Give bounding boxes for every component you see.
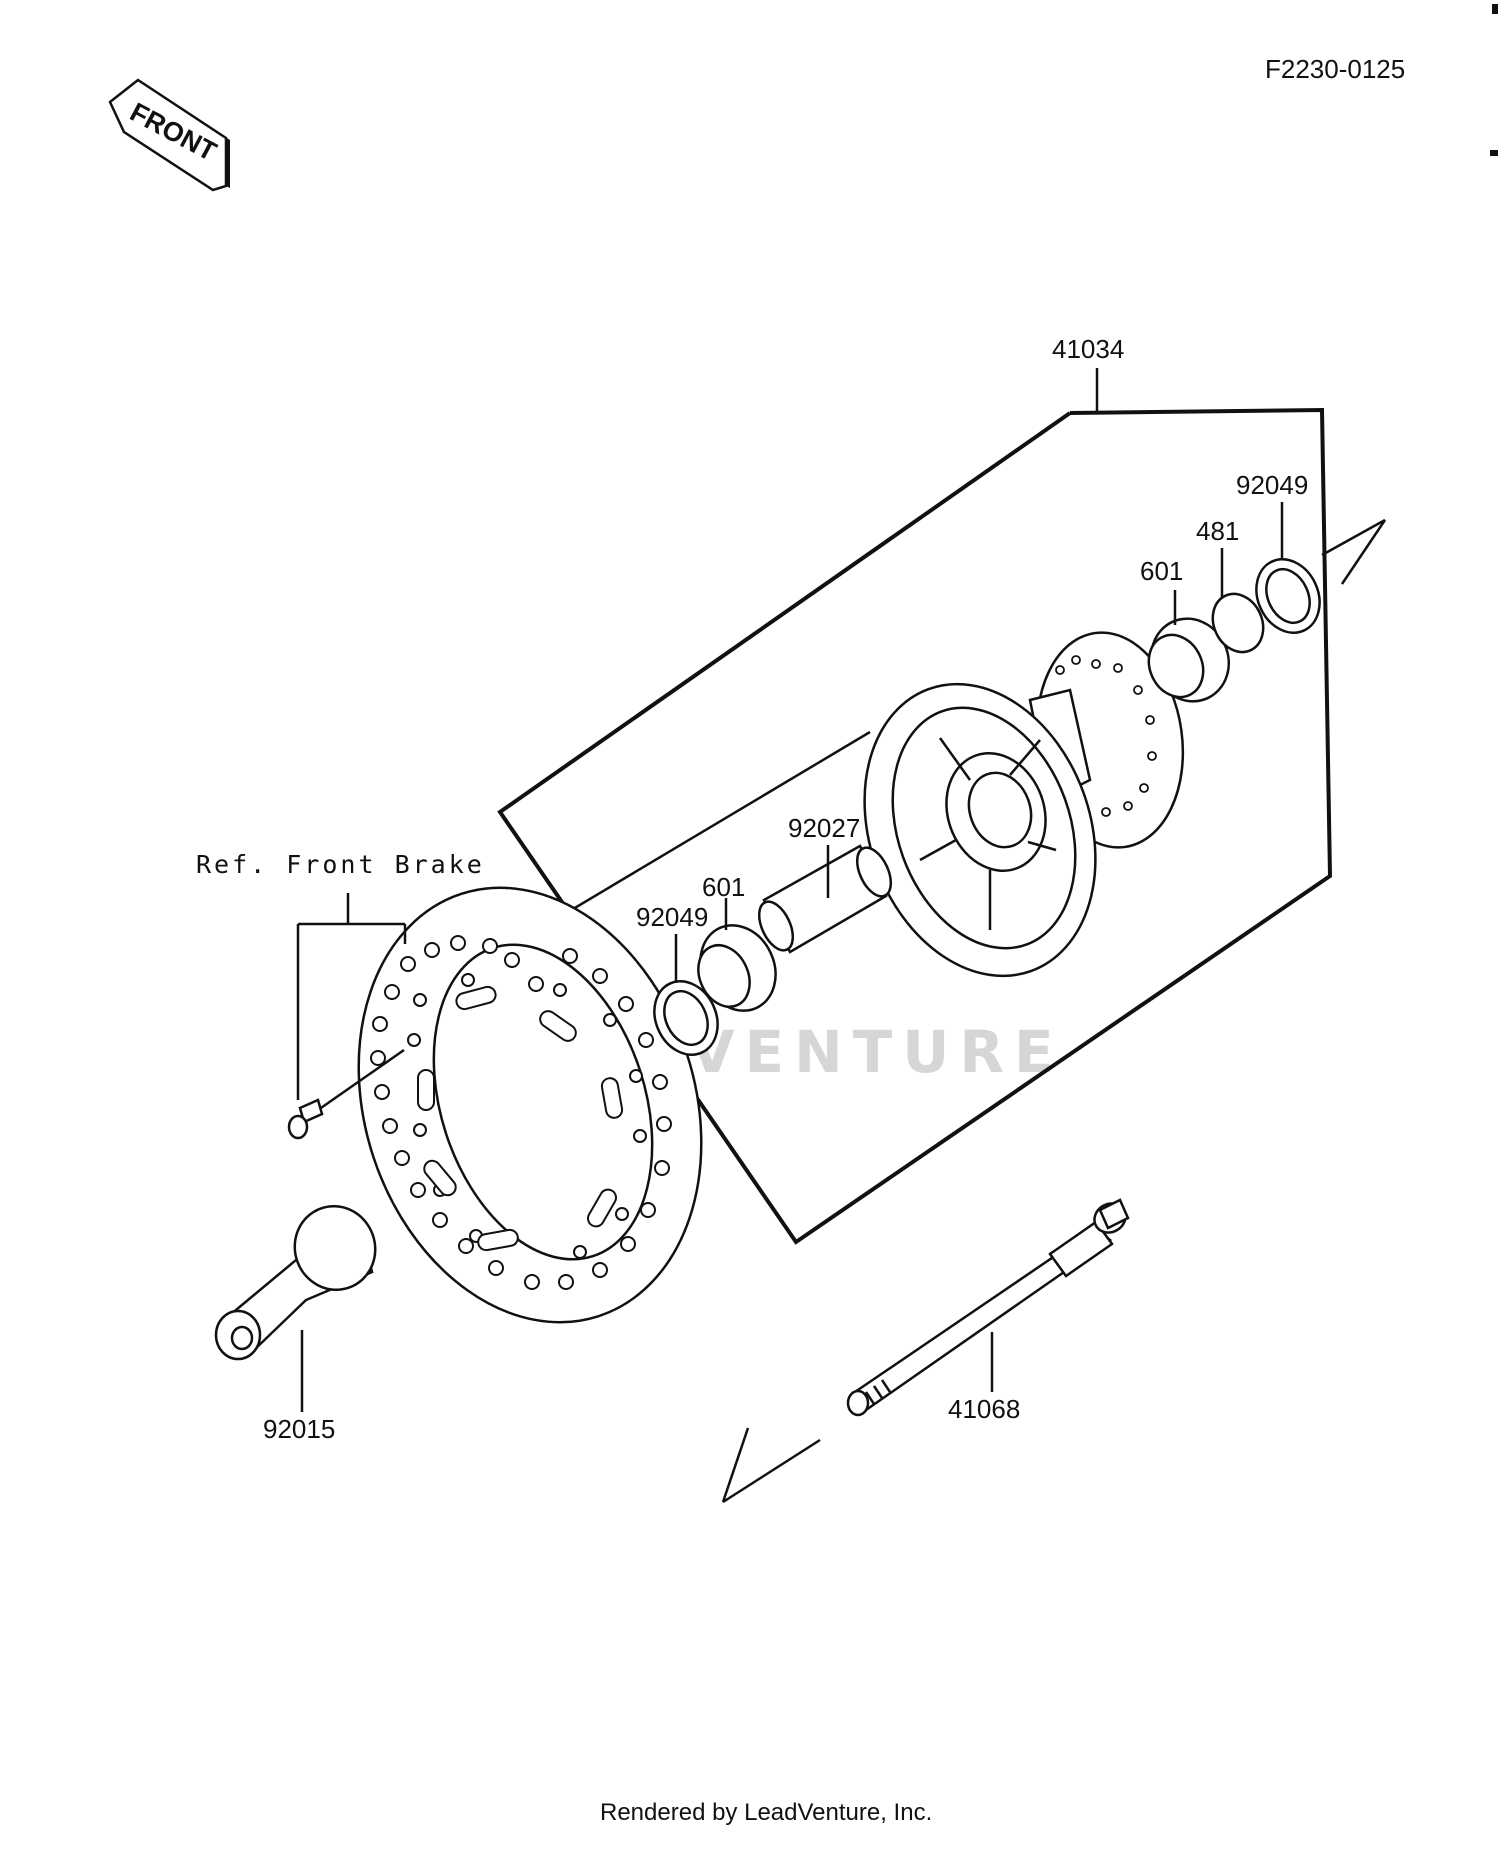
wheel-hub [863,631,1185,978]
bearing-601-left: 601 [697,872,777,1012]
callout-601-left: 601 [702,872,745,902]
callout-92015: 92015 [263,1414,335,1444]
callout-92049-right: 92049 [1236,470,1308,500]
bearing-601-right: 601 [1140,556,1230,703]
callout-92027: 92027 [788,813,860,843]
spacer-92027: 92027 [757,813,893,954]
drawing-id: F2230-0125 [1265,54,1405,84]
circlip-481: 481 [1196,516,1265,654]
hub-assembly-bracket: 41034 [497,334,1333,1245]
callout-92049-left: 92049 [636,902,708,932]
edge-mark [1490,150,1498,156]
front-arrow-icon: FRONT [108,78,230,192]
seal-92049-right: 92049 [1236,470,1321,634]
callout-601-right: 601 [1140,556,1183,586]
collar-92015: 92015 [214,1204,377,1444]
callout-41068: 41068 [948,1394,1020,1424]
axle-41068: 41068 [846,1198,1130,1424]
seal-92049-left: 92049 [636,902,719,1056]
brake-disc [357,886,703,1324]
callout-41034: 41034 [1052,334,1124,364]
ref-front-brake-label: Ref. Front Brake [196,850,485,879]
disc-bolt [287,1098,324,1140]
axis-line [557,518,1387,1504]
edge-mark [1492,4,1498,14]
callout-481: 481 [1196,516,1239,546]
ref-front-brake-note: Ref. Front Brake [196,850,485,1112]
footer-credit: Rendered by LeadVenture, Inc. [600,1799,932,1826]
